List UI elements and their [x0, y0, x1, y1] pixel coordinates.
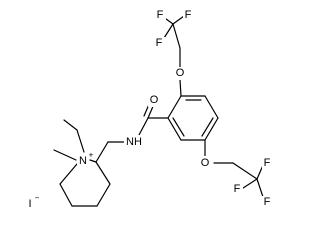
atom-n-charge: + [89, 151, 94, 160]
bond-cf3-f6 [256, 178, 264, 198]
bond-ethyl-ch3 [63, 119, 78, 131]
ring-bond-5 [167, 117, 182, 141]
pip-bond-2 [95, 161, 111, 185]
atom-f6: F [264, 196, 271, 208]
bond-n-methyl [53, 149, 77, 161]
ring-bond-6 [167, 95, 182, 119]
atom-f4: F [264, 157, 271, 169]
atom-f5: F [234, 183, 241, 195]
atom-o1: O [176, 67, 185, 79]
pip-bond-6 [59, 163, 78, 185]
bond-cf3-f3 [163, 23, 174, 39]
bond-ch2-piperidine [95, 141, 109, 163]
ring-double-2 [201, 117, 214, 137]
pip-bond-5 [59, 183, 73, 207]
atom-f3: F [156, 37, 163, 49]
bond-lines [53, 15, 265, 207]
atom-nh: NH [126, 136, 142, 148]
bond-n-ethyl [76, 129, 85, 153]
atom-f1: F [157, 9, 164, 21]
atom-o2: O [150, 94, 159, 106]
ring-double-3 [172, 117, 185, 137]
bond-cf3-f2 [172, 15, 185, 25]
chemical-structure-diagram: F F F O O NH N + O F F F I − [28, 9, 273, 210]
bond-o-ring-top [179, 79, 182, 97]
atom-iodide: I [28, 198, 31, 210]
bond-ch2-cf3-bottom [232, 162, 258, 180]
pip-bond-3 [96, 183, 111, 207]
ring-bond-3 [204, 117, 219, 141]
bond-cf3-ch2-top [172, 23, 181, 49]
atom-iodide-charge: − [35, 194, 40, 203]
ring-bond-2 [204, 95, 219, 119]
bond-carbonyl-nh [138, 117, 149, 136]
atom-o3: O [201, 157, 210, 169]
atom-n-quaternary: N [79, 155, 87, 167]
pip-bond-1 [89, 159, 97, 163]
atom-labels: F F F O O NH N + O F F F I − [28, 9, 273, 210]
atom-f2: F [185, 9, 192, 21]
